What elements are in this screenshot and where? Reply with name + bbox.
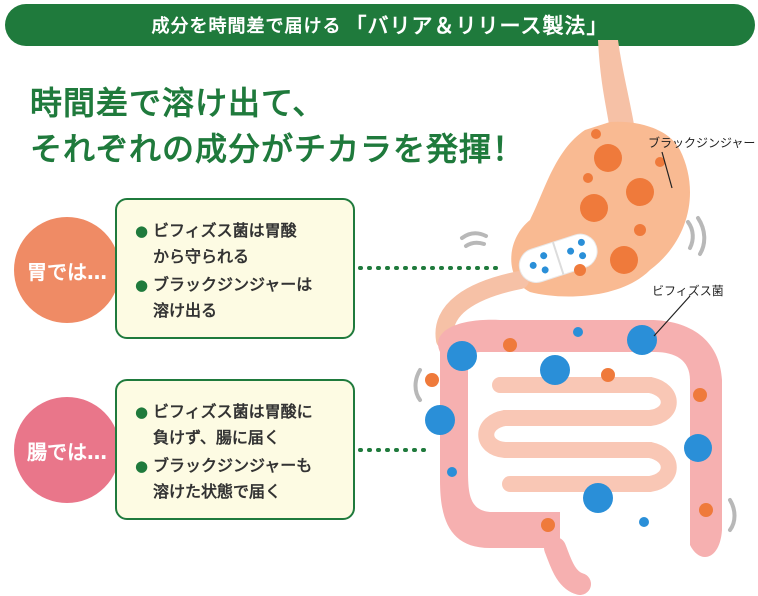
bifidobacteria-callout: ビフィズス菌 xyxy=(652,282,724,299)
rectum-shape xyxy=(555,548,580,584)
esophagus-shape xyxy=(598,40,635,130)
black-ginger-callout: ブラックジンジャー xyxy=(648,134,755,151)
small-intestine-shape xyxy=(486,385,669,484)
